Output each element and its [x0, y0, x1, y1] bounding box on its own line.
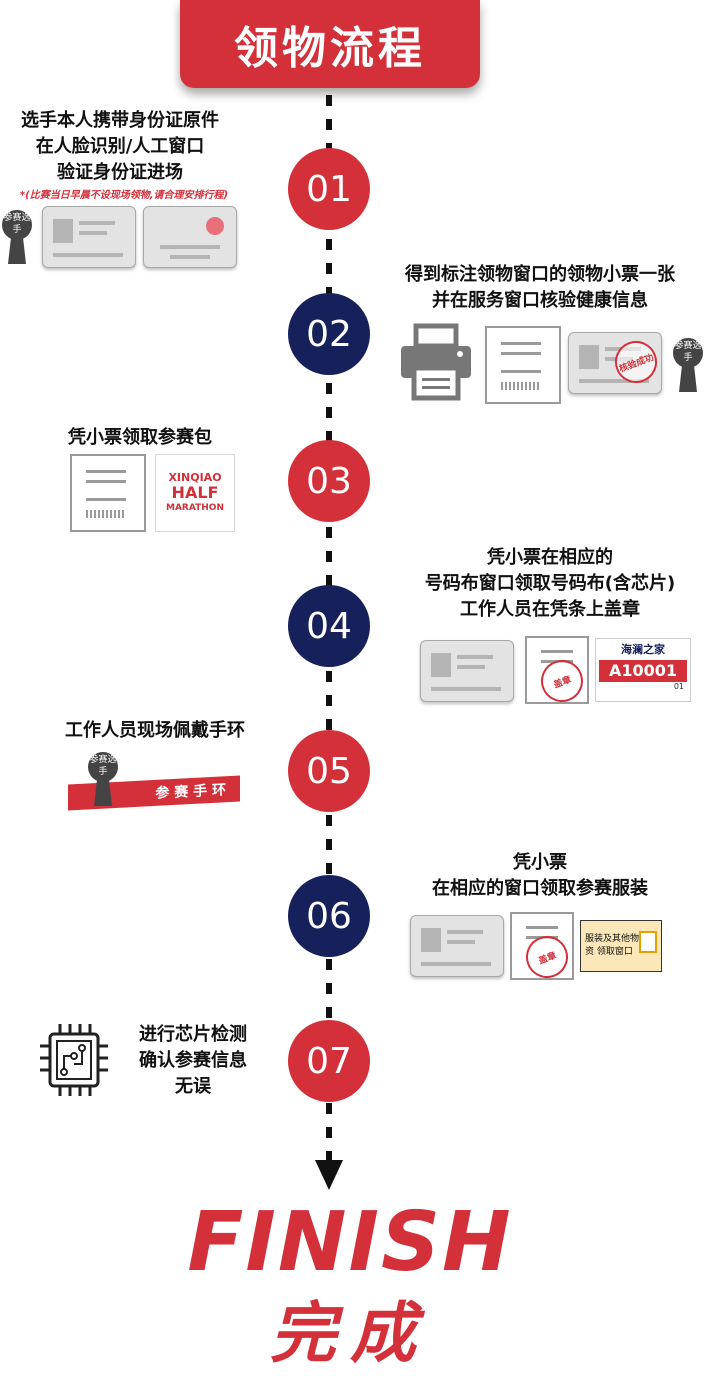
- step-06-line1: 凭小票: [513, 852, 567, 873]
- step-circle-07: 07: [288, 1020, 370, 1102]
- step-02-line1: 得到标注领物窗口的领物小票一张: [405, 264, 675, 285]
- id-card-icon: [420, 640, 514, 702]
- arrow-down-icon: [315, 1160, 343, 1190]
- step-05-text: 工作人员现场佩戴手环: [65, 720, 245, 741]
- step-07-line2: 确认参赛信息: [139, 1050, 247, 1071]
- finish-label-cn: 完成: [270, 1295, 430, 1372]
- id-card-back-icon: [143, 206, 237, 268]
- step-03-text: 凭小票领取参赛包: [68, 427, 212, 448]
- pack-line-1: XINQIAO: [168, 471, 222, 484]
- race-bib-icon: 海澜之家 A10001 01: [595, 638, 691, 702]
- ticket-receipt-icon: [485, 326, 561, 404]
- participant-badge-icon: 参赛选手: [2, 210, 32, 264]
- step-02-text: 得到标注领物窗口的领物小票一张 并在服务窗口核验健康信息: [380, 262, 700, 314]
- title-banner: 领物流程: [180, 0, 480, 88]
- step-circle-05: 05: [288, 730, 370, 812]
- step-07-text: 进行芯片检测 确认参赛信息 无误: [118, 1022, 268, 1100]
- participant-badge-icon: 参赛选手: [88, 752, 118, 806]
- bib-number: A10001: [599, 660, 687, 682]
- step-04-line3: 工作人员在凭条上盖章: [460, 599, 640, 620]
- badge-label: 参赛选手: [674, 341, 702, 363]
- step-circle-04: 04: [288, 585, 370, 667]
- step-01-line2: 在人脸识别/人工窗口: [35, 136, 205, 157]
- step-circle-03: 03: [288, 440, 370, 522]
- finish-label: FINISH: [187, 1195, 513, 1290]
- stamped-receipt-icon: 盖章: [525, 636, 589, 708]
- step-01-line3: 验证身份证进场: [57, 162, 183, 183]
- step-06-line2: 在相应的窗口领取参赛服装: [432, 878, 648, 899]
- badge-label: 参赛选手: [3, 213, 31, 235]
- step-04-text: 凭小票在相应的 号码布窗口领取号码布(含芯片) 工作人员在凭条上盖章: [395, 545, 705, 623]
- pack-line-3: MARATHON: [166, 503, 224, 513]
- sign-label: 服装及其他物资 领取窗口: [585, 934, 640, 957]
- step-02-line2: 并在服务窗口核验健康信息: [432, 290, 648, 311]
- step-circle-02: 02: [288, 293, 370, 375]
- race-pack-icon: XINQIAO HALF MARATHON: [155, 454, 235, 532]
- bib-brand: 海澜之家: [621, 643, 665, 656]
- step-01-line1: 选手本人携带身份证原件: [21, 110, 219, 131]
- ticket-receipt-icon: [70, 454, 146, 532]
- id-card-verified-icon: 核验成功: [568, 332, 663, 394]
- step-circle-06: 06: [288, 875, 370, 957]
- bib-small: 01: [673, 682, 684, 691]
- step-circle-01: 01: [288, 148, 370, 230]
- step-07-line1: 进行芯片检测: [139, 1024, 247, 1045]
- participant-badge-icon: 参赛选手: [673, 338, 703, 392]
- step-06-text: 凭小票 在相应的窗口领取参赛服装: [395, 850, 685, 902]
- step-01-note: *(比赛当日早晨不设现场领物,请合理安排行程): [19, 190, 229, 201]
- step-07-line3: 无误: [175, 1076, 211, 1097]
- pack-line-2: HALF: [171, 483, 219, 502]
- chip-icon: [38, 1020, 110, 1100]
- badge-label: 参赛选手: [89, 755, 117, 777]
- wristband-label: 参 赛 手 环: [155, 782, 226, 802]
- id-card-front-icon: [42, 206, 136, 268]
- page-title: 领物流程: [234, 23, 426, 74]
- step-04-line2: 号码布窗口领取号码布(含芯片): [424, 573, 676, 594]
- stamped-receipt-icon: 盖章: [510, 912, 574, 984]
- step-04-line1: 凭小票在相应的: [487, 547, 613, 568]
- step-01-text: 选手本人携带身份证原件 在人脸识别/人工窗口 验证身份证进场: [0, 108, 240, 186]
- id-card-icon: [410, 915, 504, 977]
- apparel-window-sign: 服装及其他物资 领取窗口: [580, 920, 662, 972]
- printer-icon: [398, 322, 474, 402]
